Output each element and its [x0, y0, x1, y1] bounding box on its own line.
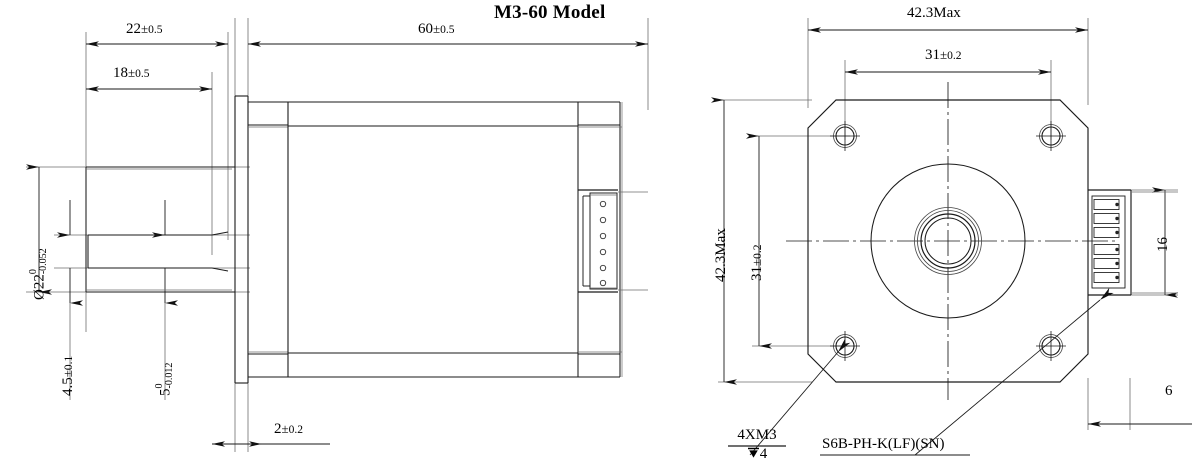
page-title: M3-60 Model — [494, 2, 606, 23]
thread-callout-line1: 4XM3 — [737, 427, 777, 443]
dim-connector-depth: 6 — [1165, 383, 1173, 399]
dim-flange-thickness: 2±0.2 — [274, 421, 304, 437]
dim-flat-depth: 4.5±0.1 — [60, 355, 76, 396]
dim-body-width-max: 42.3Max — [907, 5, 961, 21]
dim-shaft-length: 22±±0.50.5 — [126, 21, 163, 37]
dim-bolt-circle-vertical: 31±0.2 — [749, 244, 765, 281]
dim-body-height-max: 42.3Max — [713, 228, 729, 282]
depth-symbol-icon — [747, 446, 760, 462]
dim-body-length: 60±0.5 — [418, 21, 455, 37]
thread-depth-value: 4 — [759, 445, 768, 462]
connector-part-callout: S6B-PH-K(LF)(SN) — [822, 436, 945, 452]
dim-connector-height: 16 — [1155, 237, 1171, 252]
dim-shaft-flat-length: 18±0.5 — [113, 65, 150, 81]
thread-callout: 4XM3 4 — [728, 427, 786, 463]
dim-bolt-circle-horizontal: 31±0.2 — [925, 47, 962, 63]
